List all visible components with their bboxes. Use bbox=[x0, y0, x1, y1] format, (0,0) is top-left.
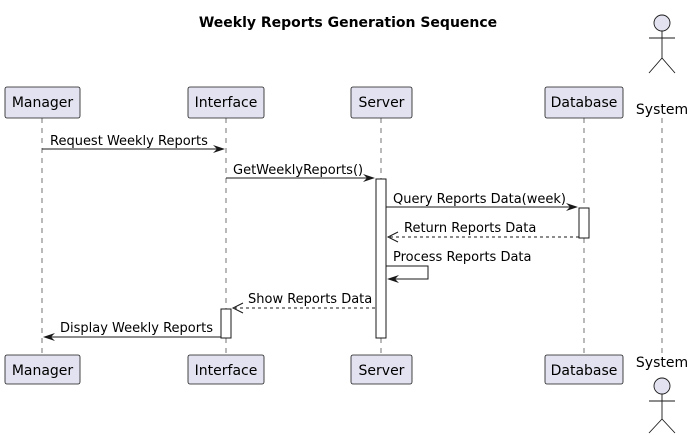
activation-interface bbox=[220, 308, 232, 339]
arrowhead-icon bbox=[43, 333, 55, 341]
participant-database-bottom: Database bbox=[544, 354, 624, 385]
message-label: Process Reports Data bbox=[393, 250, 532, 265]
participant-manager-bottom: Manager bbox=[4, 354, 81, 385]
actor-label: System bbox=[636, 355, 688, 371]
participant-database-top: Database bbox=[544, 86, 624, 119]
message-get-weekly-reports: GetWeeklyReports() bbox=[226, 163, 375, 182]
message-label: Return Reports Data bbox=[404, 221, 536, 236]
arrowhead-icon bbox=[566, 203, 578, 211]
message-label: Request Weekly Reports bbox=[50, 134, 208, 149]
participant-label: Manager bbox=[12, 95, 74, 111]
participant-label: Interface bbox=[195, 95, 258, 111]
participant-interface-top: Interface bbox=[187, 86, 265, 119]
participant-label: Database bbox=[551, 95, 618, 111]
arrowhead-icon bbox=[363, 174, 375, 182]
message-label: Display Weekly Reports bbox=[60, 321, 213, 336]
message-show-reports-data: Show Reports Data bbox=[231, 292, 375, 314]
open-arrowhead-icon bbox=[386, 231, 399, 243]
arrowhead-icon bbox=[387, 275, 399, 283]
message-display-weekly-reports: Display Weekly Reports bbox=[43, 321, 221, 341]
actor-system-bottom: System bbox=[636, 355, 688, 434]
message-return-reports-data: Return Reports Data bbox=[386, 221, 579, 243]
message-process-reports-data: Process Reports Data bbox=[386, 250, 532, 283]
open-arrowhead-icon bbox=[231, 302, 244, 314]
actor-head-icon bbox=[653, 14, 671, 32]
participant-label: Server bbox=[359, 95, 405, 111]
activation-database bbox=[578, 207, 590, 239]
participant-server-top: Server bbox=[350, 86, 413, 119]
participant-server-bottom: Server bbox=[350, 354, 413, 385]
participant-label: Database bbox=[551, 363, 618, 379]
participant-label: Interface bbox=[195, 363, 258, 379]
participant-manager-top: Manager bbox=[4, 86, 81, 119]
participant-interface-bottom: Interface bbox=[187, 354, 265, 385]
participant-label: Server bbox=[359, 363, 405, 379]
participant-label: Manager bbox=[12, 363, 74, 379]
activation-server bbox=[375, 178, 387, 339]
message-request-weekly-reports: Request Weekly Reports bbox=[42, 134, 225, 153]
message-query-reports-data: Query Reports Data(week) bbox=[386, 192, 578, 211]
actor-head-icon bbox=[653, 377, 671, 395]
arrowhead-icon bbox=[213, 145, 225, 153]
message-label: GetWeeklyReports() bbox=[233, 163, 363, 178]
actor-label: System bbox=[636, 102, 688, 118]
message-label: Query Reports Data(week) bbox=[393, 192, 566, 207]
diagram-title: Weekly Reports Generation Sequence bbox=[199, 15, 497, 31]
actor-system-top: System bbox=[636, 14, 688, 118]
message-label: Show Reports Data bbox=[248, 292, 372, 307]
